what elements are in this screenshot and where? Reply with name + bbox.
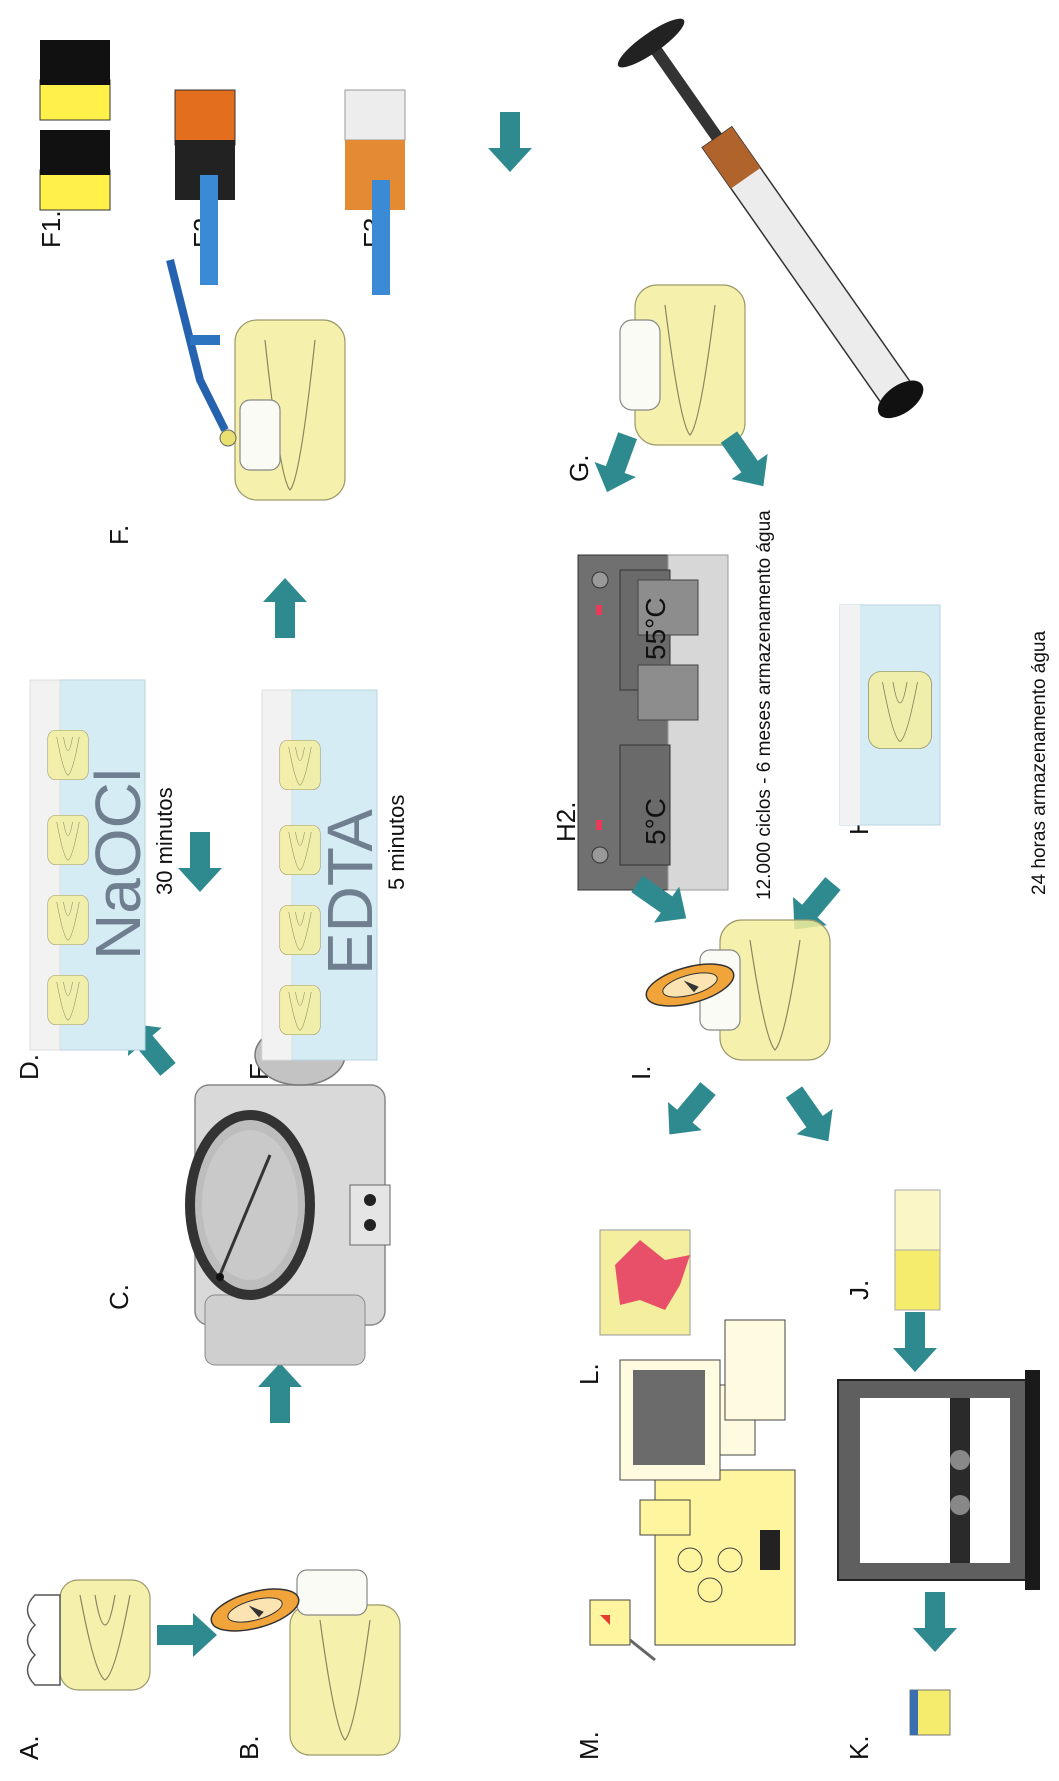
label-B: B.	[234, 1735, 264, 1760]
f3-bottle	[345, 90, 405, 295]
arrow-I-to-L	[653, 1074, 725, 1148]
label-H2: H2.	[551, 802, 581, 842]
tooth-block-B	[290, 1570, 400, 1755]
arrow-D-to-E	[178, 832, 222, 892]
label-K: K.	[844, 1735, 874, 1760]
tooth-block-A	[28, 1580, 151, 1690]
arrow-E-to-F	[263, 578, 307, 638]
label-F1: F1.	[36, 210, 66, 248]
label-G: G.	[564, 455, 594, 482]
beam-specimen	[895, 1190, 940, 1310]
cold-bath-temp: 5°C	[640, 798, 671, 845]
storage-caption: 24 horas armazenamento água	[1029, 631, 1050, 895]
arrow-A-to-B	[157, 1613, 217, 1657]
edta-label: EDTA	[314, 809, 386, 975]
hot-bath-temp: 55°C	[640, 597, 671, 660]
naocl-time: 30 minutos	[152, 787, 177, 895]
arrow-J-to-testing	[893, 1312, 937, 1372]
cutting-disc-icon	[207, 1581, 303, 1639]
label-J: J.	[844, 1280, 874, 1300]
label-F: F.	[104, 525, 134, 545]
thermocycler-caption: 12.000 ciclos - 6 meses armazenamento ág…	[754, 510, 775, 900]
arrow-testing-to-K	[913, 1592, 957, 1652]
edta-time: 5 minutos	[384, 795, 409, 890]
cutting-machine	[190, 1025, 390, 1365]
label-I: I.	[626, 1066, 656, 1080]
naocl-bath: NaOCl 30 minutos	[30, 680, 177, 1050]
arrow-I-to-J	[776, 1079, 846, 1153]
edta-bath: EDTA 5 minutos	[262, 690, 409, 1060]
stained-section	[600, 1230, 690, 1335]
tooth-block-G	[620, 285, 745, 445]
testing-machine	[838, 1370, 1040, 1590]
arrow-F3-to-syringe	[488, 112, 532, 172]
water-storage: 24 horas armazenamento água	[840, 605, 1050, 895]
label-A: A.	[14, 1735, 44, 1760]
label-M: M.	[574, 1731, 604, 1760]
label-C: C.	[104, 1284, 134, 1310]
thermocycler: 5°C 55°C 12.000 ciclos - 6 meses armazen…	[578, 510, 775, 900]
microscope-setup	[590, 1320, 795, 1660]
micro-brush-icon	[170, 260, 236, 446]
tooth-block-F	[235, 320, 345, 500]
naocl-label: NaOCl	[82, 768, 154, 960]
arrow-B-to-C	[258, 1363, 302, 1423]
fractured-specimen	[910, 1690, 950, 1735]
label-L: L.	[574, 1363, 604, 1385]
clearfil-bottles	[40, 40, 110, 210]
label-D: D.	[14, 1054, 44, 1080]
arrow-G-to-H2	[586, 428, 648, 499]
